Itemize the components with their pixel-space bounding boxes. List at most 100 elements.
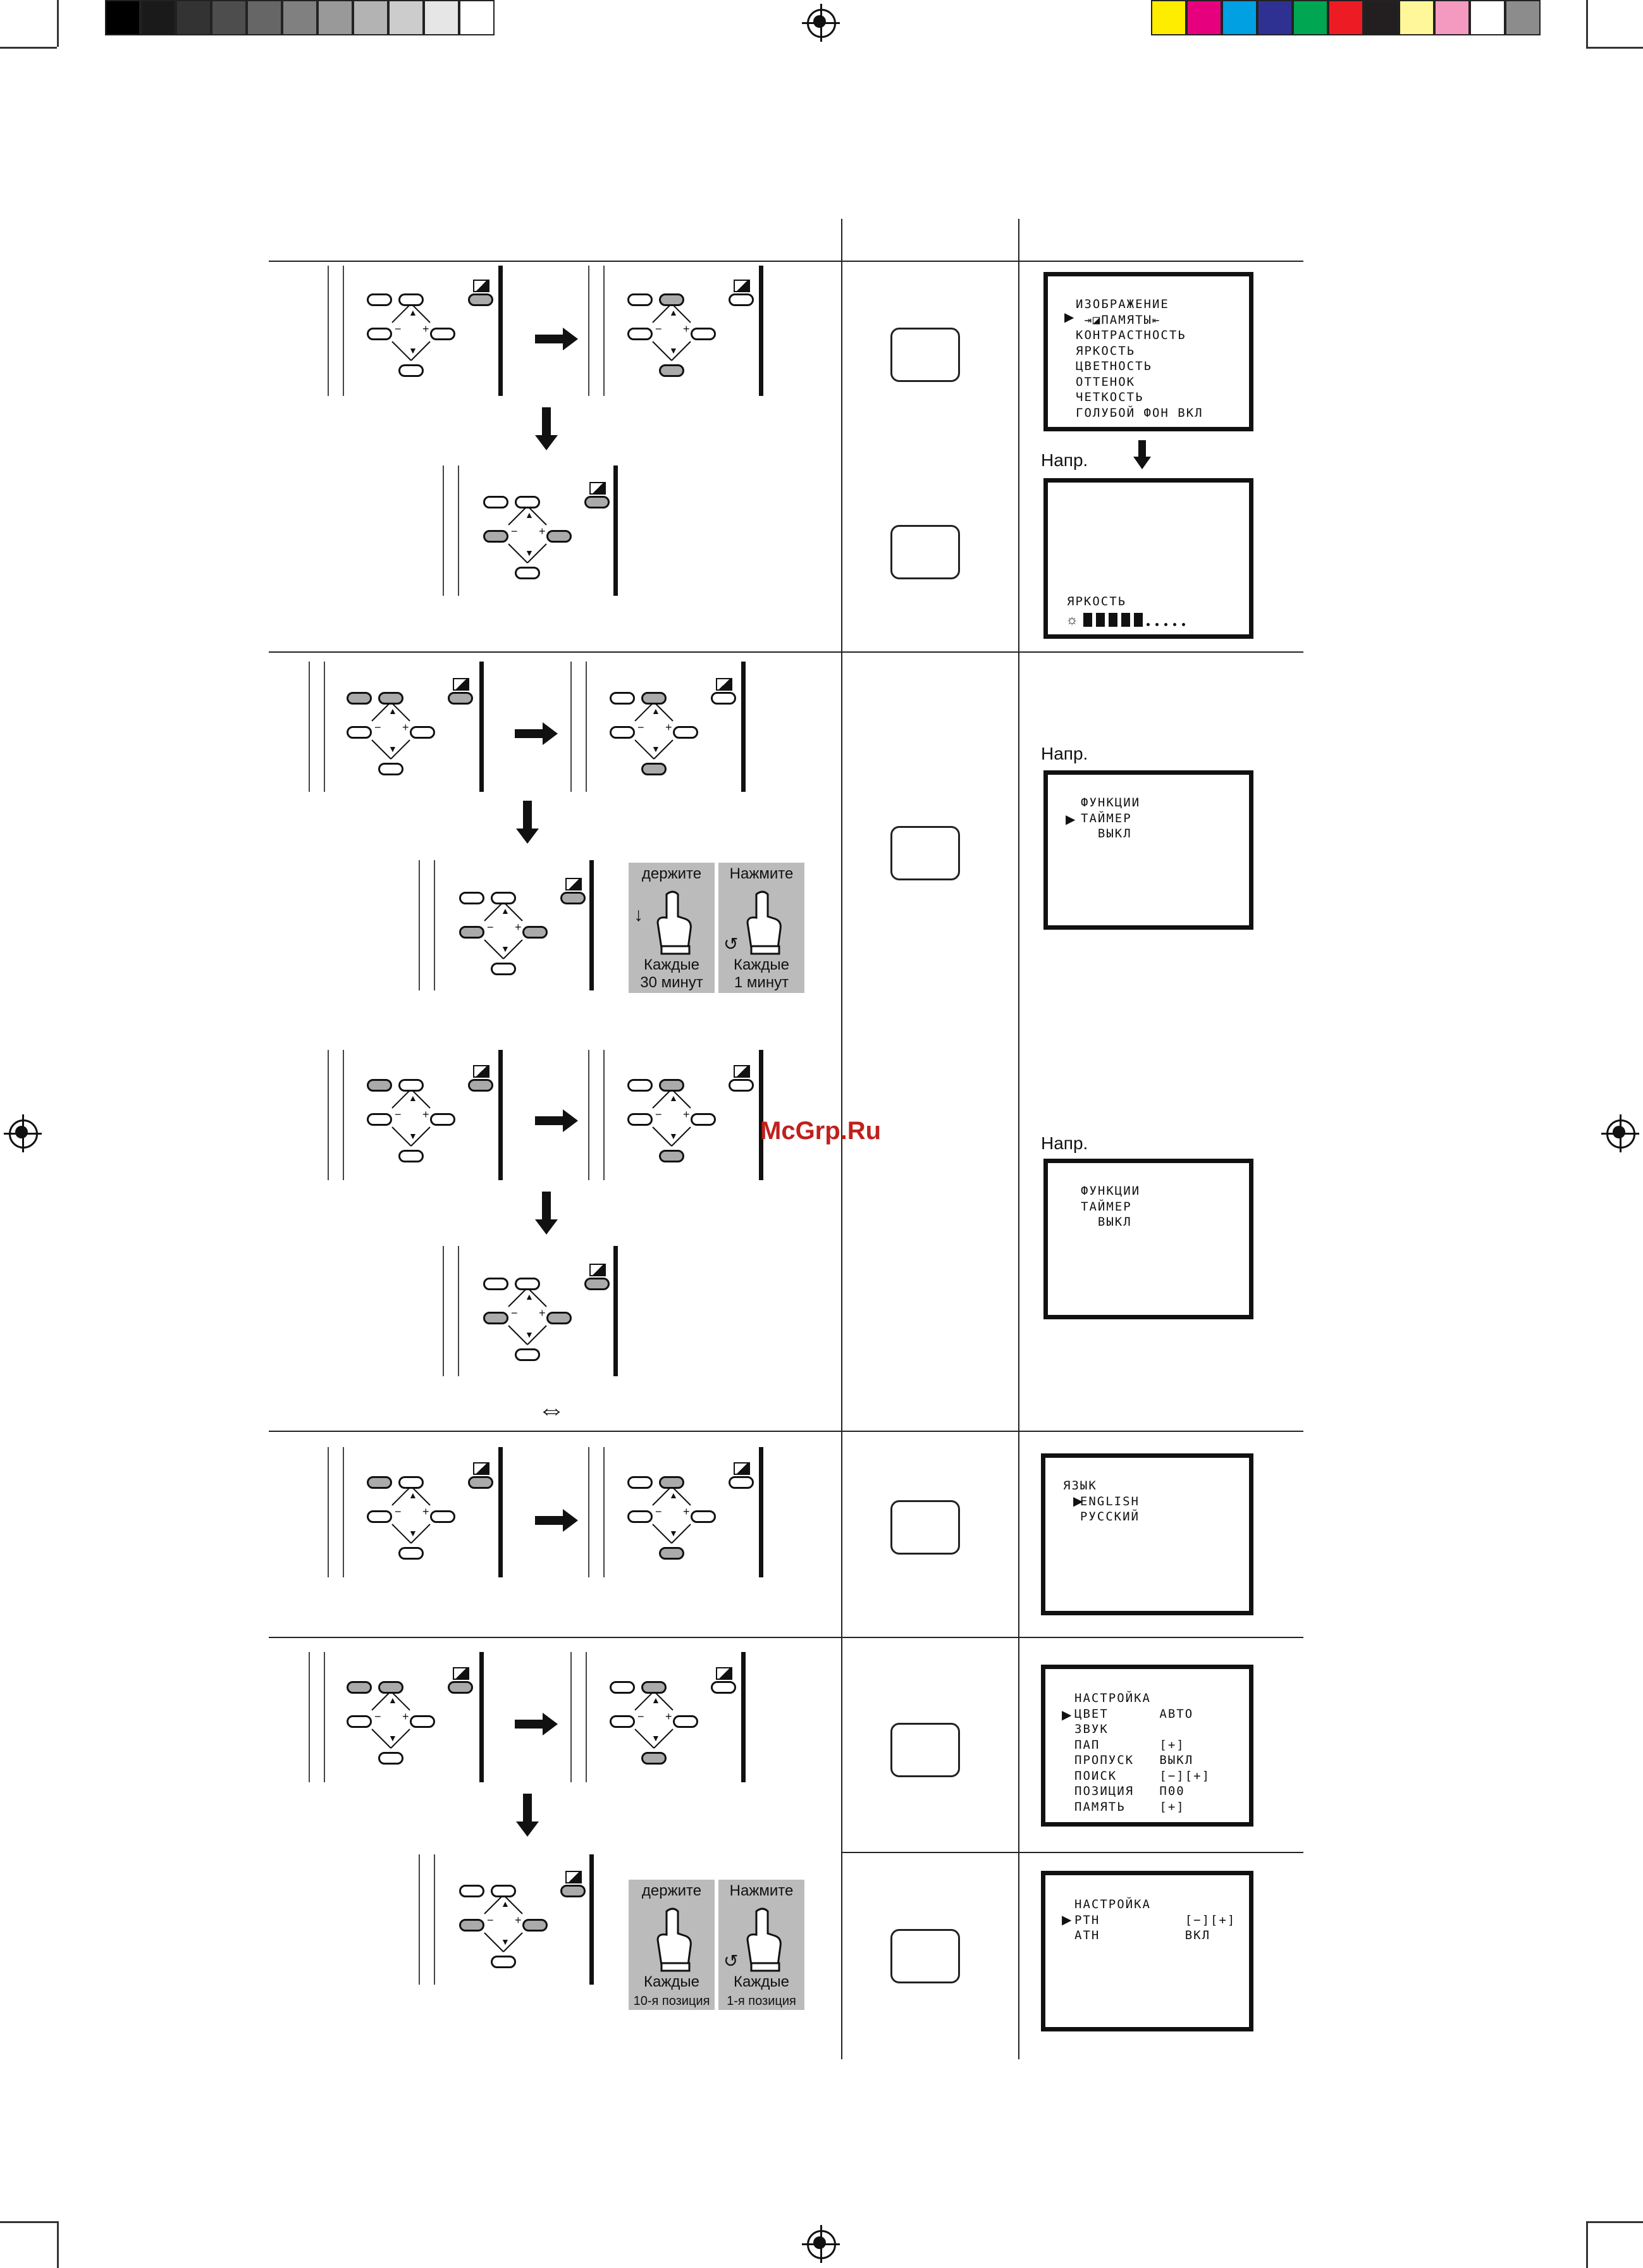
remote-key xyxy=(398,1079,424,1092)
picture-mode-icon xyxy=(565,878,582,891)
cursor-arrow-icon: ▶ xyxy=(1062,1913,1072,1927)
keypad-symbol: ▼ xyxy=(409,1528,417,1538)
picture-mode-icon xyxy=(453,1667,469,1680)
remote-key xyxy=(729,1476,754,1489)
picture-mode-icon xyxy=(589,482,606,495)
keypad-symbol: ▼ xyxy=(669,345,678,355)
color-swatch xyxy=(1328,0,1363,35)
remote-frame-line xyxy=(324,1652,325,1782)
gray-swatch xyxy=(388,0,424,35)
remote-frame-line xyxy=(741,1652,746,1782)
keypad-lines xyxy=(508,505,547,564)
remote-key xyxy=(459,892,484,904)
gray-swatch xyxy=(211,0,247,35)
right-arrow-icon xyxy=(535,1108,579,1137)
color-swatch xyxy=(1293,0,1328,35)
screen-setup-1: ▶ НАСТРОЙКА ЦВЕТ АВТО ЗВУК ПАП [+] ПРОПУ… xyxy=(1041,1665,1253,1827)
remote-keypad: ▲▼−+ xyxy=(615,1455,754,1581)
brightness-segment xyxy=(1147,623,1150,626)
remote-key xyxy=(448,1681,473,1694)
keypad-symbol: ▼ xyxy=(651,1733,660,1743)
down-arrow-icon xyxy=(534,407,559,455)
registration-mark-right xyxy=(1601,1114,1639,1152)
hold-line2: 10-я позиция xyxy=(633,1994,710,2008)
remote-frame-line xyxy=(328,1447,329,1577)
remote-frame-line xyxy=(309,662,310,792)
picture-mode-icon xyxy=(565,1871,582,1883)
press-line2: 1-я позиция xyxy=(727,1994,796,2008)
hold-panel-timer: держите ↓ Каждые 30 минут xyxy=(629,863,715,993)
picture-mode-icon xyxy=(716,1667,732,1680)
remote-key xyxy=(711,1681,736,1694)
screen-functions-text-2: ФУНКЦИИ ТАЙМЕР ВЫКЛ xyxy=(1081,1184,1141,1229)
remote-key xyxy=(448,692,473,705)
crop-mark xyxy=(57,0,59,47)
remote-frame-line xyxy=(479,662,484,792)
down-arrow-icon: ↓ xyxy=(634,904,643,925)
cursor-arrow-icon: ▶ xyxy=(1066,813,1076,827)
brightness-segment xyxy=(1109,613,1117,627)
remote-frame-line xyxy=(603,266,605,396)
remote-key xyxy=(398,364,424,377)
hold-panel-setup: держите Каждые 10-я позиция xyxy=(629,1880,715,2010)
remote-key xyxy=(398,1150,424,1162)
keypad-symbol: + xyxy=(539,1307,546,1319)
screen-picture-menu: ▶ ИЗОБРАЖЕНИЕ ⇥◪ПАМЯТЫ⇤ КОНТРАСТНОСТЬ ЯР… xyxy=(1043,272,1253,431)
remote-key xyxy=(627,328,653,340)
screen-functions-timer-2: ФУНКЦИИ ТАЙМЕР ВЫКЛ xyxy=(1043,1159,1253,1319)
cursor-arrow-icon: ▶ xyxy=(1073,1495,1083,1508)
hold-line1: Каждые xyxy=(644,956,699,973)
row-divider xyxy=(269,651,1303,653)
remote-key xyxy=(410,726,435,739)
remote-key xyxy=(410,1715,435,1728)
remote-key xyxy=(483,496,508,508)
keypad-symbol: + xyxy=(515,921,522,934)
down-arrow-icon xyxy=(515,1794,540,1841)
keypad-lines xyxy=(391,303,431,361)
remote-key xyxy=(641,1681,667,1694)
remote-key xyxy=(673,1715,698,1728)
remote-frame-line xyxy=(741,662,746,792)
remote-key xyxy=(627,1113,653,1126)
color-swatch xyxy=(1505,0,1541,35)
keypad-symbol: + xyxy=(422,1505,429,1518)
keypad-symbol: ▼ xyxy=(501,1937,510,1947)
keypad-lines xyxy=(652,303,691,361)
tv-button-outline xyxy=(890,1929,960,1983)
keypad-symbol: − xyxy=(487,921,494,934)
remote-key xyxy=(610,1681,635,1694)
remote-key xyxy=(584,496,610,508)
hold-title: держите xyxy=(641,1882,702,1899)
gray-swatch xyxy=(247,0,282,35)
gray-swatch xyxy=(424,0,459,35)
remote-key xyxy=(641,1752,667,1765)
down-arrow-icon xyxy=(515,801,540,848)
picture-mode-icon xyxy=(734,1462,750,1475)
remote-keypad: ▲▼−+ xyxy=(446,870,586,997)
remote-frame-line xyxy=(613,465,618,596)
remote-key xyxy=(483,1312,508,1324)
remote-key xyxy=(522,926,548,939)
gray-swatch xyxy=(140,0,176,35)
remote-key xyxy=(347,1715,372,1728)
keypad-symbol: + xyxy=(665,721,672,734)
remote-frame-line xyxy=(588,1050,589,1180)
remote-keypad: ▲▼−+ xyxy=(597,670,736,797)
hand-press-icon xyxy=(746,1907,782,1972)
remote-key xyxy=(398,293,424,306)
remote-keypad: ▲▼−+ xyxy=(471,474,610,601)
remote-key xyxy=(468,1476,493,1489)
remote-frame-line xyxy=(570,1652,572,1782)
keypad-symbol: ▼ xyxy=(409,345,417,355)
crop-mark xyxy=(1586,2221,1643,2223)
brightness-segment xyxy=(1083,613,1092,627)
remote-key xyxy=(546,1312,572,1324)
keypad-symbol: ▲ xyxy=(501,1899,510,1909)
remote-key xyxy=(430,328,455,340)
screen-setup-text-1: НАСТРОЙКА ЦВЕТ АВТО ЗВУК ПАП [+] ПРОПУСК… xyxy=(1074,1691,1211,1814)
remote-keypad: ▲▼−+ xyxy=(334,670,473,797)
picture-mode-icon xyxy=(716,678,732,691)
down-arrow-head xyxy=(1133,457,1151,469)
gray-swatch xyxy=(353,0,388,35)
remote-keypad: ▲▼−+ xyxy=(446,1863,586,1990)
